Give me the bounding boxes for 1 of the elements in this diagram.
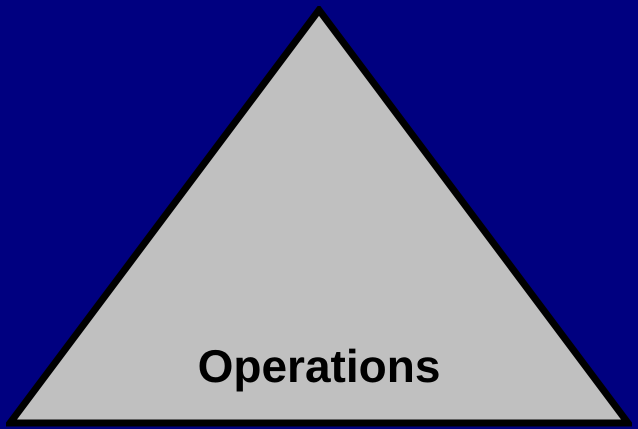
- triangle-label: Operations: [198, 343, 440, 389]
